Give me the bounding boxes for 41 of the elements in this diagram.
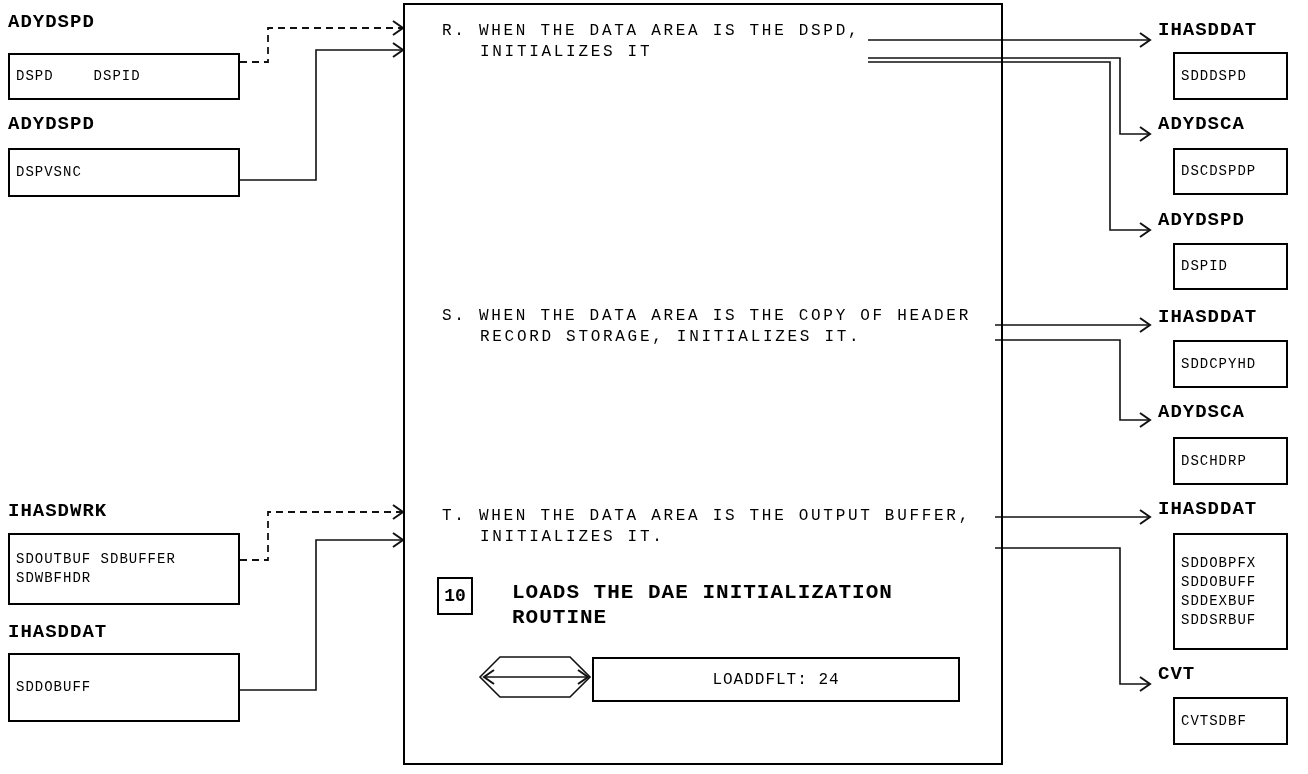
field-name: SDDOBUFF — [16, 678, 92, 697]
arrow — [994, 509, 1151, 525]
data-area-name: CVT — [1158, 662, 1196, 687]
call-arrow — [478, 656, 592, 698]
process-box — [403, 3, 1003, 765]
dashed-arrow — [239, 20, 404, 63]
field-name: DSPD — [16, 67, 54, 86]
step-text: R. WHEN THE DATA AREA IS THE DSPD, INITIALIZES IT — [442, 21, 862, 63]
field-name: CVTSDBF — [1181, 711, 1247, 731]
data-area-name: ADYDSCA — [1158, 400, 1245, 425]
data-area-name: ADYDSPD — [1158, 208, 1245, 233]
field-name: DSPID — [1181, 257, 1228, 276]
step-text: T. WHEN THE DATA AREA IS THE OUTPUT BUFFER, INITIALIZES IT. — [442, 506, 972, 548]
field-name: SDDOBPFX SDDOBUFF SDDEXBUF SDDSRBUF — [1181, 553, 1258, 630]
data-area-name: IHASDWRK — [8, 499, 108, 524]
data-area-name: IHASDDAT — [1158, 18, 1258, 43]
arrow — [994, 339, 1151, 428]
step-text: S. WHEN THE DATA AREA IS THE COPY OF HEADER RECORD STORAGE, INITIALIZES IT. — [442, 306, 972, 348]
step-heading: LOADS THE DAE INITIALIZATION ROUTINE — [512, 580, 912, 640]
field-name: DSCHDRP — [1181, 451, 1247, 471]
field-name: DSPID — [93, 67, 141, 86]
field-name: SDDDSPD — [1181, 66, 1247, 86]
data-area-name: IHASDDAT — [1158, 305, 1258, 330]
step-number-box: 10 — [437, 577, 473, 615]
field-name: DSCDSPDP — [1181, 162, 1257, 181]
data-area-name: ADYDSPD — [8, 112, 95, 137]
arrow — [867, 61, 1151, 238]
data-area-name: ADYDSPD — [8, 10, 95, 35]
arrow — [994, 317, 1151, 333]
arrow — [239, 532, 404, 691]
arrow — [867, 57, 1151, 142]
dashed-arrow — [239, 504, 404, 561]
field-name: DSPVSNC — [16, 163, 82, 182]
field-name: SDDCPYHD — [1181, 354, 1257, 374]
field-name: SDOUTBUF SDBUFFER SDWBFHDR — [16, 550, 177, 588]
arrow — [994, 547, 1151, 692]
data-area-name: IHASDDAT — [8, 620, 108, 645]
data-area-name: IHASDDAT — [1158, 497, 1258, 522]
arrow — [867, 32, 1151, 48]
arrow — [239, 42, 404, 181]
data-area-name: ADYDSCA — [1158, 112, 1245, 137]
